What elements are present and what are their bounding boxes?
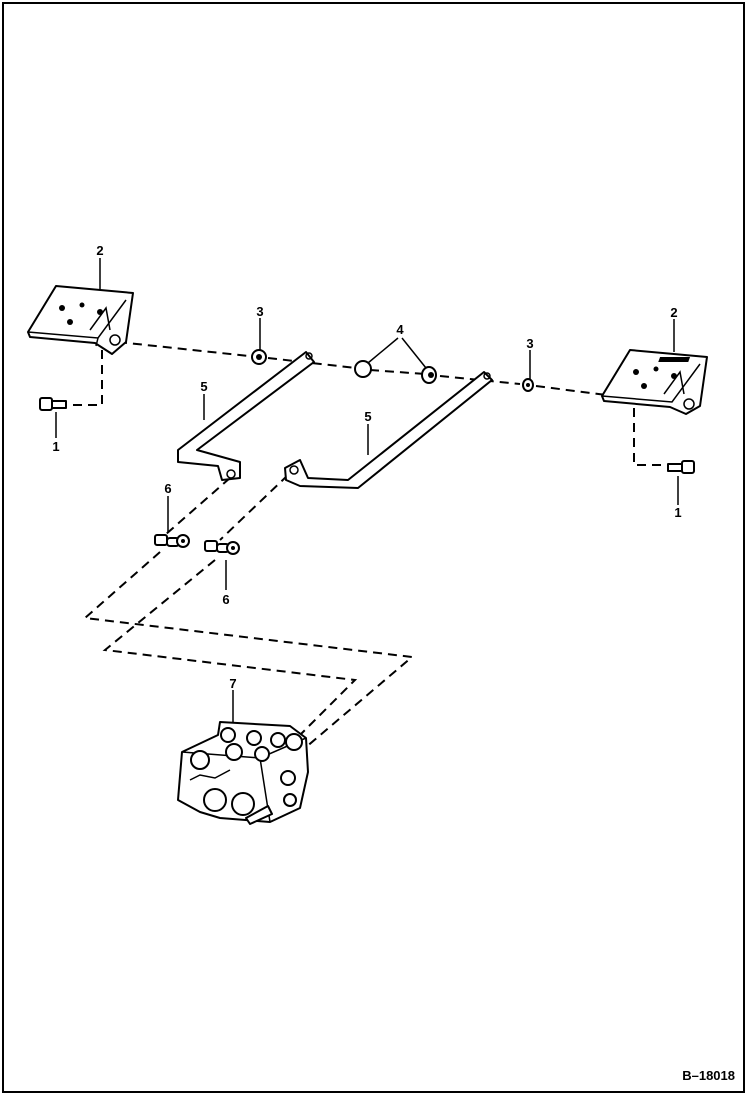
pedal-left xyxy=(27,285,134,355)
bolt-right xyxy=(667,460,695,474)
pedal-right xyxy=(601,349,708,415)
spacer-a xyxy=(354,360,372,378)
spacer-b xyxy=(421,366,437,384)
callout-bushing-left: 3 xyxy=(256,304,263,319)
callout-spacer: 4 xyxy=(396,322,404,337)
bushing-left xyxy=(251,349,267,365)
clip-upper xyxy=(154,534,190,548)
control-valve xyxy=(177,721,309,825)
leader-lines xyxy=(55,258,679,722)
callout-pedal-left: 2 xyxy=(96,243,103,258)
bushing-right xyxy=(522,378,534,392)
callout-clip-upper: 6 xyxy=(164,481,171,496)
callout-bolt-right: 1 xyxy=(674,505,681,520)
callout-valve: 7 xyxy=(229,676,236,691)
assembly-lines xyxy=(65,341,668,749)
figure-reference: B–18018 xyxy=(682,1068,735,1083)
clip-lower xyxy=(204,540,240,555)
callout-bushing-right: 3 xyxy=(526,336,533,351)
callout-clip-lower: 6 xyxy=(222,592,229,607)
callout-bolt-left: 1 xyxy=(52,439,59,454)
bolt-left xyxy=(39,397,67,411)
link-left xyxy=(177,351,315,481)
link-right xyxy=(284,371,493,489)
callout-link-right: 5 xyxy=(364,409,371,424)
callouts: 2 2 3 3 4 5 5 6 6 1 1 7 xyxy=(52,243,681,691)
callout-pedal-right: 2 xyxy=(670,305,677,320)
callout-link-left: 5 xyxy=(200,379,207,394)
